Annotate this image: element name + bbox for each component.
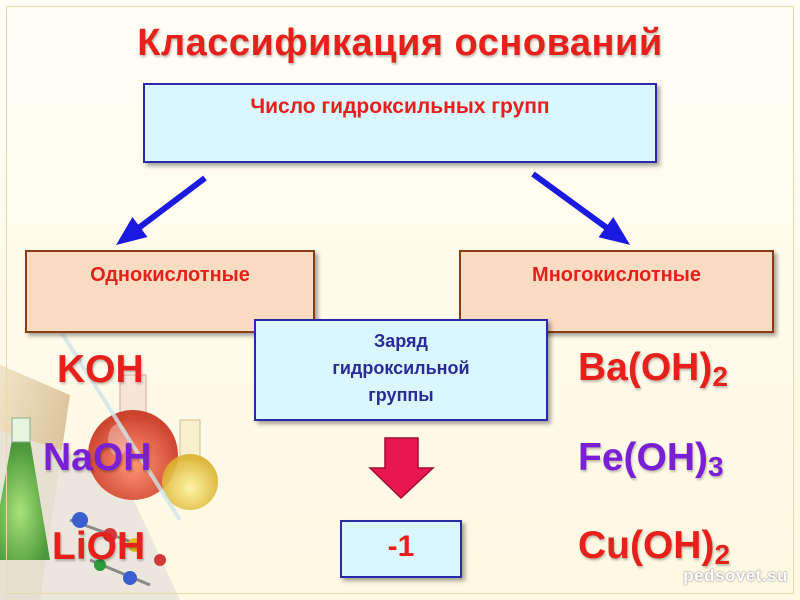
monoacid-label: Однокислотные bbox=[90, 264, 250, 286]
criterion-label: Число гидроксильных групп bbox=[250, 95, 550, 118]
formula-base: Ba(OH) bbox=[578, 346, 713, 389]
formula-subscript: 2 bbox=[714, 539, 731, 570]
formula-cu-oh-2: Cu(OH)2 bbox=[578, 524, 730, 571]
charge-line: группы bbox=[368, 385, 434, 405]
formula-naoh: NaOH bbox=[43, 436, 152, 479]
polyacid-label: Многокислотные bbox=[532, 264, 701, 286]
charge-line: гидроксильной bbox=[332, 358, 470, 378]
formula-lioh: LiOH bbox=[52, 525, 146, 568]
charge-box: Заряд гидроксильной группы bbox=[254, 319, 548, 421]
arrow-to-polyacid bbox=[531, 171, 631, 245]
arrow-to-monoacid bbox=[116, 175, 207, 246]
charge-line: Заряд bbox=[374, 331, 428, 351]
formula-ba-oh-2: Ba(OH)2 bbox=[578, 346, 728, 393]
formula-base: Fe(OH) bbox=[578, 436, 708, 479]
watermark: pedsovet.su bbox=[683, 566, 788, 585]
formula-koh: KOH bbox=[57, 348, 144, 391]
criterion-box: Число гидроксильных групп bbox=[143, 83, 657, 163]
charge-value: -1 bbox=[387, 530, 415, 563]
formula-base: Cu(OH) bbox=[578, 524, 715, 567]
formula-subscript: 2 bbox=[712, 361, 728, 392]
formula-subscript: 3 bbox=[708, 451, 724, 482]
slide-title: Классификация оснований bbox=[137, 22, 663, 64]
formula-fe-oh-3: Fe(OH)3 bbox=[578, 436, 724, 483]
charge-value-box: -1 bbox=[340, 520, 462, 578]
down-arrow-icon bbox=[368, 437, 435, 500]
